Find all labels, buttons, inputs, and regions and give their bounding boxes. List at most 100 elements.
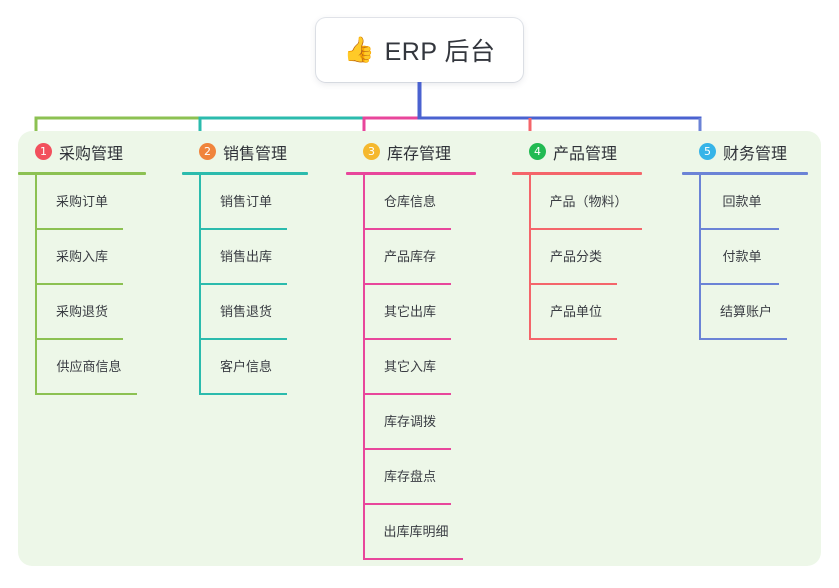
menu-item-label: 其它入库 xyxy=(383,359,436,374)
menu-item-label: 结算账户 xyxy=(719,304,772,319)
menu-item[interactable]: 产品单位 xyxy=(529,285,617,340)
column-items-4: 产品（物料） 产品分类产品单位 xyxy=(512,175,682,340)
menu-item-label: 销售出库 xyxy=(219,249,272,264)
menu-item-label: 付款单 xyxy=(722,249,762,264)
menu-item[interactable]: 回款单 xyxy=(699,175,779,230)
thumbs-up-icon: 👍 xyxy=(343,35,375,64)
column-spine-2 xyxy=(199,175,201,395)
menu-item-rule xyxy=(35,283,123,285)
column-items-1: 采购订单采购入库采购退货供应商信息 xyxy=(18,175,178,395)
column-title-1: 采购管理 xyxy=(59,145,124,163)
menu-item-rule xyxy=(35,338,123,340)
menu-item[interactable]: 付款单 xyxy=(699,230,779,285)
menu-item-rule xyxy=(529,228,642,230)
menu-item-label: 出库库明细 xyxy=(383,524,449,539)
menu-item-rule xyxy=(363,503,451,505)
module-column-1: 1 采购管理采购订单采购入库采购退货供应商信息 xyxy=(18,131,178,395)
menu-item[interactable]: 采购退货 xyxy=(35,285,123,340)
modules-panel xyxy=(18,131,821,566)
root-node-title: ERP 后台 xyxy=(384,38,496,66)
menu-item[interactable]: 采购订单 xyxy=(35,175,123,230)
menu-item[interactable]: 其它出库 xyxy=(363,285,451,340)
menu-item-label: 产品（物料） xyxy=(549,194,628,209)
column-rule-1 xyxy=(18,172,146,175)
column-rule-2 xyxy=(182,172,308,175)
menu-item-rule xyxy=(699,283,779,285)
menu-item-rule xyxy=(35,228,123,230)
menu-item-label: 其它出库 xyxy=(383,304,436,319)
column-badge-1: 1 xyxy=(35,143,52,160)
column-rule-4 xyxy=(512,172,642,175)
menu-item-label: 仓库信息 xyxy=(383,194,436,209)
column-badge-3: 3 xyxy=(363,143,380,160)
module-column-2: 2 销售管理销售订单销售出库销售退货客户信息 xyxy=(182,131,342,395)
column-title-4: 产品管理 xyxy=(553,145,618,163)
menu-item[interactable]: 采购入库 xyxy=(35,230,123,285)
column-header-4[interactable]: 4 产品管理 xyxy=(512,131,682,172)
column-rule-3 xyxy=(346,172,476,175)
menu-item-rule xyxy=(363,338,451,340)
menu-item[interactable]: 产品（物料） xyxy=(529,175,642,230)
column-badge-2: 2 xyxy=(199,143,216,160)
menu-item-label: 采购入库 xyxy=(55,249,108,264)
column-spine-4 xyxy=(529,175,531,340)
menu-item[interactable]: 其它入库 xyxy=(363,340,451,395)
menu-item[interactable]: 销售订单 xyxy=(199,175,287,230)
column-header-3[interactable]: 3 库存管理 xyxy=(346,131,514,172)
menu-item[interactable]: 销售出库 xyxy=(199,230,287,285)
menu-item[interactable]: 库存调拨 xyxy=(363,395,451,450)
menu-item-label: 产品分类 xyxy=(549,249,602,264)
menu-item-rule xyxy=(363,558,463,560)
column-badge-4: 4 xyxy=(529,143,546,160)
menu-item-rule xyxy=(699,228,779,230)
menu-item-label: 销售订单 xyxy=(219,194,272,209)
menu-item-label: 销售退货 xyxy=(219,304,272,319)
menu-item[interactable]: 库存盘点 xyxy=(363,450,451,505)
menu-item-rule xyxy=(199,283,287,285)
module-column-3: 3 库存管理仓库信息产品库存其它出库其它入库库存调拨库存盘点出库库明细 xyxy=(346,131,514,560)
menu-item-rule xyxy=(35,393,137,395)
column-spine-5 xyxy=(699,175,701,340)
menu-item-rule xyxy=(529,338,617,340)
column-items-5: 回款单付款单结算账户 xyxy=(682,175,822,340)
root-node[interactable]: 👍 ERP 后台 xyxy=(316,18,523,82)
column-header-2[interactable]: 2 销售管理 xyxy=(182,131,342,172)
menu-item-label: 回款单 xyxy=(722,194,762,209)
menu-item[interactable]: 客户信息 xyxy=(199,340,287,395)
column-header-1[interactable]: 1 采购管理 xyxy=(18,131,178,172)
column-badge-5: 5 xyxy=(699,143,716,160)
column-title-2: 销售管理 xyxy=(223,145,288,163)
menu-item-rule xyxy=(363,393,451,395)
column-items-2: 销售订单销售出库销售退货客户信息 xyxy=(182,175,342,395)
menu-item-label: 供应商信息 xyxy=(56,359,122,374)
menu-item-label: 客户信息 xyxy=(219,359,272,374)
menu-item-rule xyxy=(199,393,287,395)
menu-item-label: 产品库存 xyxy=(383,249,436,264)
menu-item-rule xyxy=(199,228,287,230)
column-spine-1 xyxy=(35,175,37,395)
menu-item-rule xyxy=(199,338,287,340)
menu-item[interactable]: 产品库存 xyxy=(363,230,451,285)
column-rule-5 xyxy=(682,172,808,175)
column-header-5[interactable]: 5 财务管理 xyxy=(682,131,822,172)
menu-item-label: 采购退货 xyxy=(55,304,108,319)
module-columns: 1 采购管理采购订单采购入库采购退货供应商信息 2 销售管理销售订单销售出库销售退货客… xyxy=(18,131,821,566)
menu-item-rule xyxy=(363,228,451,230)
column-items-3: 仓库信息产品库存其它出库其它入库库存调拨库存盘点出库库明细 xyxy=(346,175,514,560)
column-title-5: 财务管理 xyxy=(723,145,788,163)
menu-item[interactable]: 供应商信息 xyxy=(35,340,137,395)
menu-item[interactable]: 产品分类 xyxy=(529,230,617,285)
menu-item[interactable]: 出库库明细 xyxy=(363,505,463,560)
menu-item[interactable]: 结算账户 xyxy=(699,285,787,340)
menu-item-label: 库存盘点 xyxy=(383,469,436,484)
menu-item-rule xyxy=(363,448,451,450)
column-title-3: 库存管理 xyxy=(387,145,452,163)
menu-item[interactable]: 销售退货 xyxy=(199,285,287,340)
menu-item[interactable]: 仓库信息 xyxy=(363,175,451,230)
menu-item-label: 库存调拨 xyxy=(383,414,436,429)
module-column-4: 4 产品管理产品（物料） 产品分类产品单位 xyxy=(512,131,682,340)
menu-item-label: 产品单位 xyxy=(549,304,602,319)
column-spine-3 xyxy=(363,175,365,560)
menu-item-rule xyxy=(529,283,617,285)
